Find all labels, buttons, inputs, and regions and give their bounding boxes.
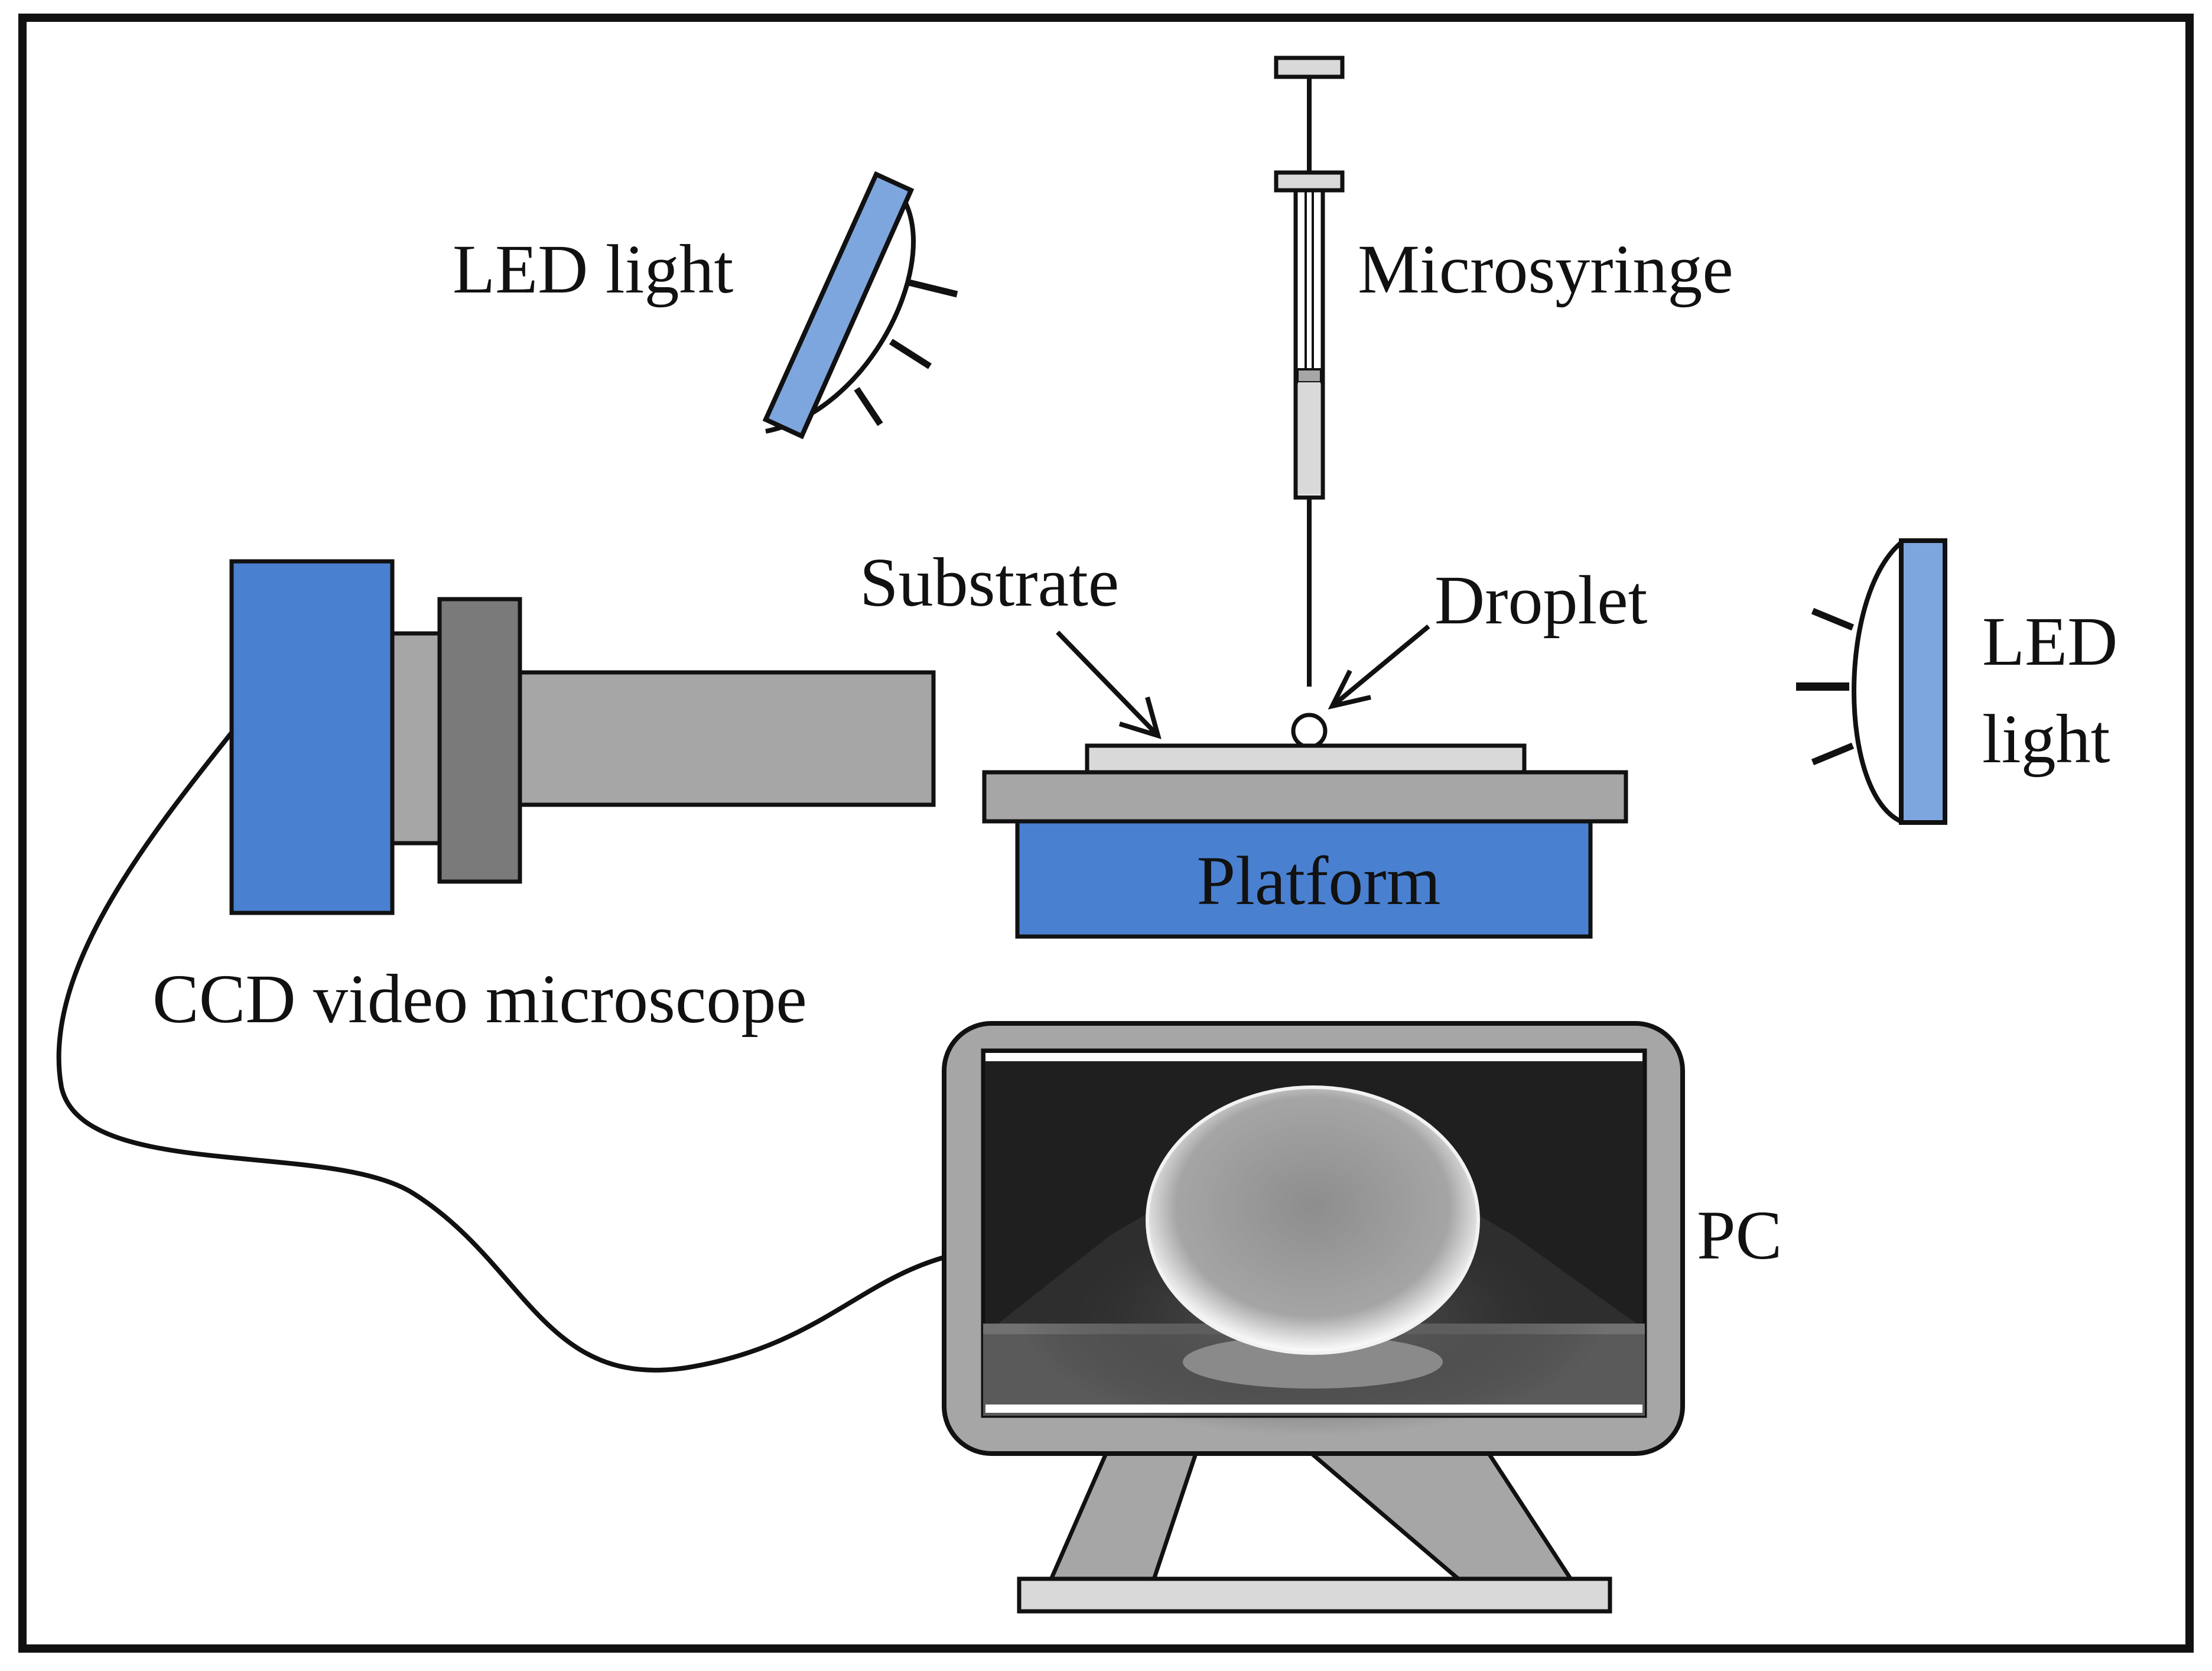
platform: [1015, 819, 1593, 939]
ccd-adapter: [390, 631, 442, 846]
pc-monitor: [942, 1021, 1685, 1614]
ccd-lens-tube: [518, 670, 936, 807]
led-right-panel: [1899, 538, 1947, 825]
led-left-ray: [889, 339, 932, 369]
plunger-tip: [1296, 368, 1322, 383]
droplet-arrow: [1328, 624, 1430, 710]
led-light-left: [762, 171, 958, 440]
ccd-body: [229, 559, 395, 915]
led-right-ray: [1811, 742, 1855, 766]
substrate: [1085, 743, 1527, 775]
cable: [56, 731, 945, 1373]
led-right-label-line2: light: [1982, 700, 2110, 778]
screen-droplet-image: [983, 1085, 1645, 1436]
led-right-ray: [1811, 607, 1855, 631]
microsyringe-label: Microsyringe: [1358, 230, 1733, 308]
droplet-label: Droplet: [1434, 561, 1648, 639]
led-left-ray: [907, 279, 958, 298]
led-light-right: [1796, 538, 1947, 825]
screen-bottom-line: [985, 1405, 1642, 1413]
barrel-flange: [1274, 170, 1345, 193]
led-left-label: LED light: [453, 230, 733, 308]
plunger-top-cap: [1274, 56, 1345, 79]
stage-plate: [982, 770, 1628, 824]
ccd-video-microscope: [229, 559, 936, 915]
screen-droplet: [1146, 1085, 1480, 1355]
screen-top-line: [985, 1053, 1642, 1061]
led-left-ray: [854, 386, 883, 427]
ccd-ring: [437, 597, 522, 884]
droplet: [1291, 713, 1328, 749]
platform-label: Platform: [1197, 842, 1441, 919]
substrate-label: Substrate: [860, 544, 1119, 621]
substrate-arrow: [1056, 630, 1162, 739]
led-right-lens: [1852, 538, 1905, 825]
pc-label: PC: [1697, 1197, 1782, 1274]
microsyringe: [1274, 56, 1345, 687]
screen-droplet-reflection: [1183, 1335, 1443, 1389]
monitor-base: [1017, 1576, 1612, 1614]
led-right-label-line1: LED: [1982, 603, 2117, 680]
led-left-panel: [762, 171, 915, 440]
ccd-label: CCD video microscope: [152, 960, 807, 1038]
barrel-liquid: [1298, 382, 1320, 495]
